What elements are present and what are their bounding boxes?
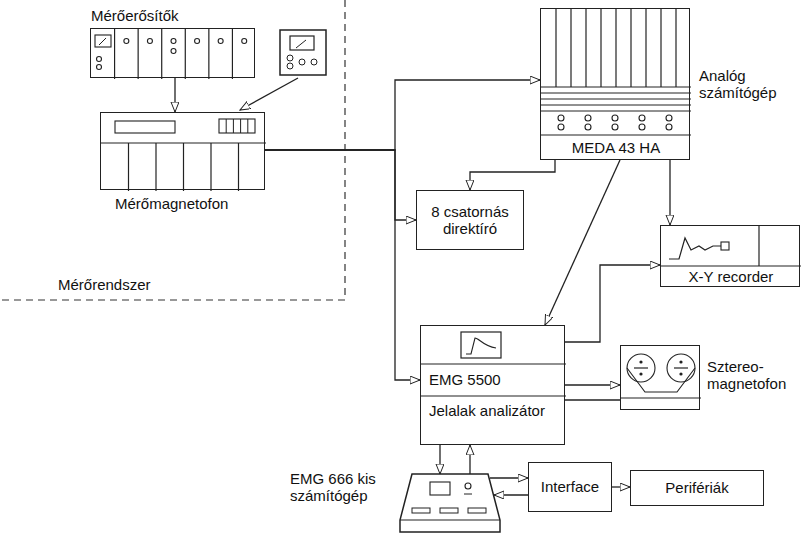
connector-arrow [174, 78, 175, 112]
connector-arrow [490, 477, 528, 478]
connector-arrow [469, 445, 470, 474]
node-label: Interface [535, 478, 605, 495]
interface-box: Interface [528, 462, 612, 512]
connector-arrow [669, 160, 670, 225]
chart-recorder: 8 csatornás direktíró [416, 190, 524, 250]
connector-arrow [565, 265, 660, 342]
node-label: X-Y recorder [661, 268, 801, 285]
node-label: MEDA 43 HA [541, 139, 691, 156]
node-label: Mérőmagnetofon [115, 195, 275, 212]
xy-recorder: X-Y recorder [660, 225, 800, 287]
signal-arrow [240, 78, 298, 110]
connector-arrow [439, 445, 440, 474]
node-label: Analóg számítógép [699, 67, 804, 102]
connector-arrow [565, 384, 620, 385]
device-drawing [91, 29, 256, 79]
node-label: Sztereo- magnetofon [707, 358, 810, 393]
node-label: EMG 666 kis számítógép [290, 470, 394, 505]
node-label: Jelalak analizátor [429, 402, 559, 419]
mini-computer: EMG 666 kis számítógép [400, 470, 500, 532]
stereo-tape-recorder: Sztereo- magnetofon [620, 345, 700, 410]
device-drawing [400, 470, 500, 532]
connector-arrow [265, 80, 540, 150]
amplifier-rack: Mérőerősítők [90, 28, 255, 78]
connector-arrow [494, 494, 528, 495]
device-drawing [541, 9, 691, 161]
device-drawing [621, 346, 701, 411]
connector-arrow [545, 160, 620, 325]
peripherals-box: Perifériák [630, 470, 764, 506]
connector-arrow [265, 150, 420, 380]
analog-computer: Analóg számítógépMEDA 43 HA [540, 8, 690, 160]
connector-arrow [612, 486, 630, 487]
amplifier-symbol [280, 30, 326, 75]
signal-analyzer: EMG 5500Jelalak analizátor [420, 325, 565, 445]
tape-recorder: Mérőmagnetofon [100, 112, 265, 190]
node-label: Perifériák [637, 479, 757, 496]
group-label: Mérőrendszer [56, 276, 153, 293]
node-label: Mérőerősítők [91, 7, 231, 24]
connector-arrow [470, 160, 555, 190]
node-label: 8 csatornás direktíró [423, 203, 517, 238]
connector-arrow [265, 150, 416, 220]
device-drawing [101, 113, 266, 191]
node-label: EMG 5500 [429, 371, 559, 388]
